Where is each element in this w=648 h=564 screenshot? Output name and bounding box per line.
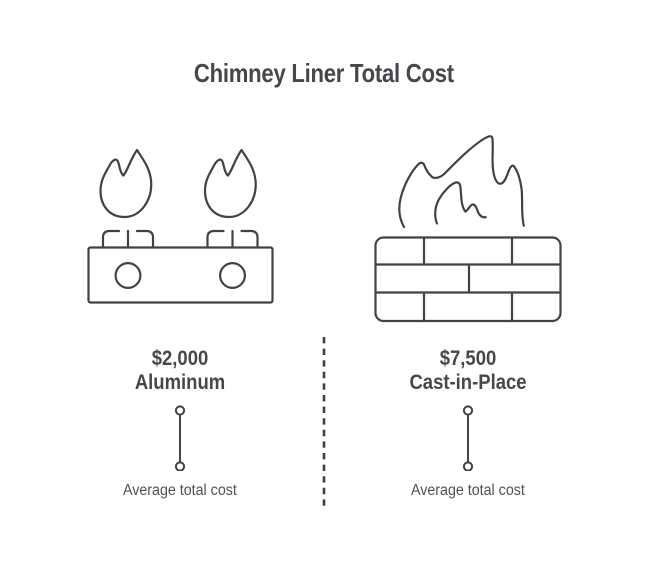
caption-average-total-cost: Average total cost <box>411 482 525 499</box>
stove-body <box>87 246 274 304</box>
brick-wall-outline <box>374 236 562 323</box>
stove-burners-flames-icon <box>87 148 274 304</box>
large-flame-outline <box>398 135 525 229</box>
page-title: Chimney Liner Total Cost <box>194 58 454 88</box>
price-value: $7,500 <box>439 347 497 370</box>
burner-grate-icon <box>206 229 259 249</box>
caption-average-total-cost: Average total cost <box>123 482 237 499</box>
price-name: Cast-in-Place <box>409 370 527 394</box>
flame-icon <box>203 148 257 219</box>
brick-wall-flame-icon <box>374 135 562 323</box>
price-value: $2,000 <box>151 347 209 370</box>
dashed-divider <box>322 337 326 508</box>
stove-knob <box>114 262 142 290</box>
connector-pin-icon <box>462 405 474 471</box>
price-name: Aluminum <box>134 370 226 394</box>
burner-grate-icon <box>101 229 155 249</box>
inner-flame-outline <box>434 181 487 225</box>
brick-joints <box>374 236 562 323</box>
flame-icon <box>99 148 153 219</box>
connector-pin-icon <box>174 405 186 471</box>
stove-knob <box>219 262 247 290</box>
column-aluminum-label: $2,000 Aluminum <box>30 347 330 394</box>
column-cast-in-place-label: $7,500 Cast-in-Place <box>318 347 618 394</box>
